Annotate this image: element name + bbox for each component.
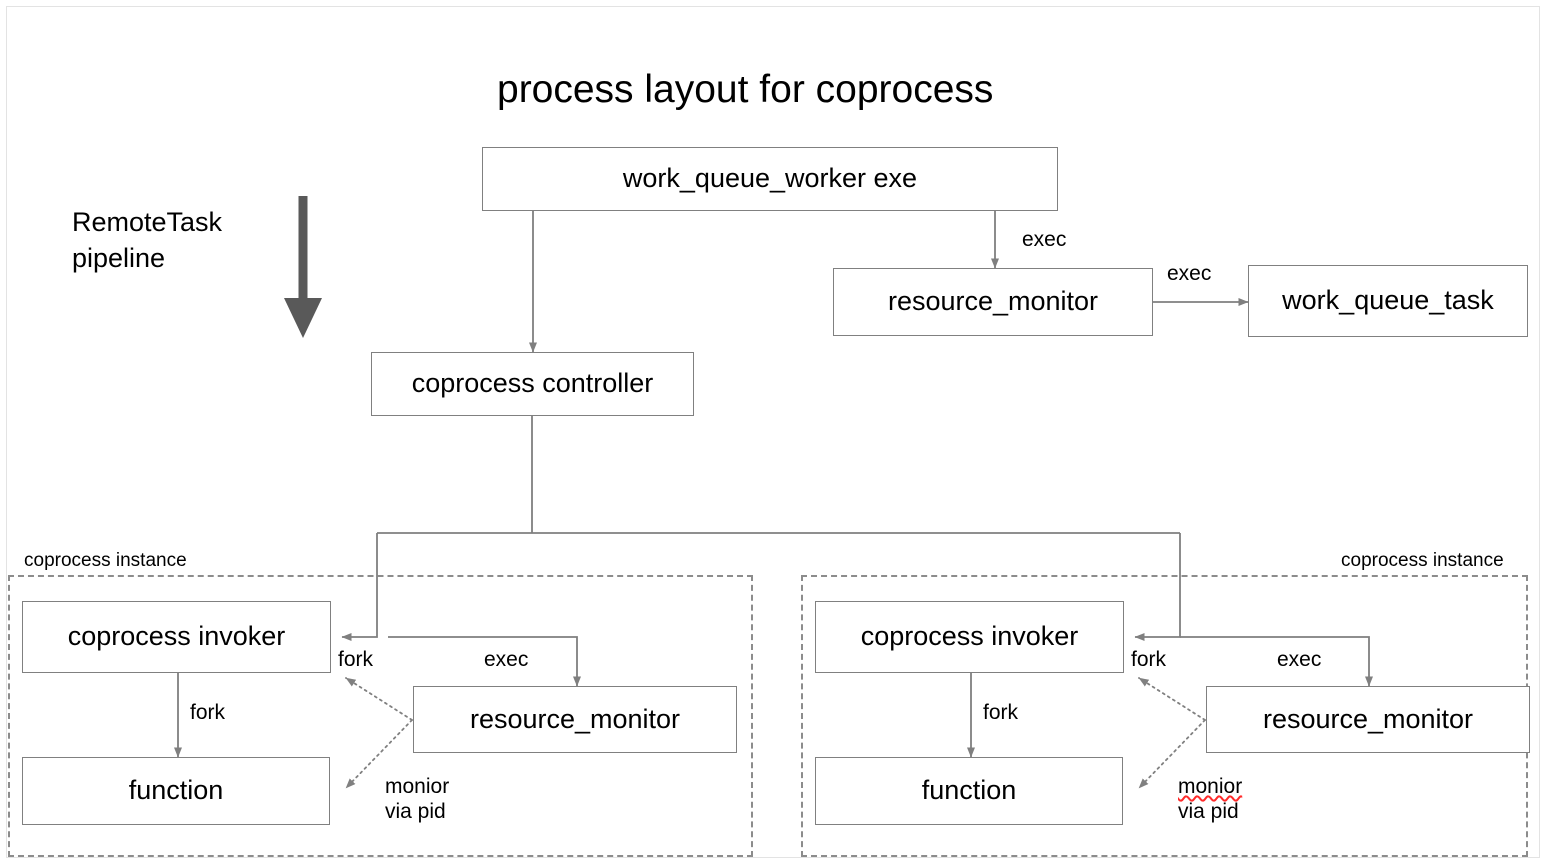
edge-label-left-monitor-note-line2: via pid [385,799,446,823]
edge-label-exec-to-top-monitor: exec [1022,228,1067,251]
edge-label-left-monitor-note-line1: monior [385,775,450,798]
edge-label-exec-monitor-to-task: exec [1167,262,1212,285]
node-work-queue-task[interactable]: work_queue_task [1248,265,1528,337]
edge-label-right-monitor-note-line2: via pid [1178,799,1239,823]
pipeline-note-line1: RemoteTask [72,207,223,237]
node-left-resource-monitor[interactable]: resource_monitor [413,686,737,753]
edge-label-right-monitor-note-line1: monior [1178,775,1243,798]
edge-label-right-fork-function: fork [983,701,1019,724]
edge-label-right-exec: exec [1277,648,1322,671]
edge-label-left-exec: exec [484,648,529,671]
edge-label-right-fork-invoker: fork [1131,648,1167,671]
node-right-resource-monitor[interactable]: resource_monitor [1206,686,1530,753]
node-right-coprocess-invoker[interactable]: coprocess invoker [815,601,1124,673]
edge-label-left-fork-invoker: fork [338,648,374,671]
pipeline-note: RemoteTask pipeline [72,205,222,276]
node-left-coprocess-invoker[interactable]: coprocess invoker [22,601,331,673]
node-right-function[interactable]: function [815,757,1123,825]
node-coprocess-controller[interactable]: coprocess controller [371,352,694,416]
group-label-right-instance: coprocess instance [1341,550,1504,571]
page-title: process layout for coprocess [497,68,994,111]
edge-label-left-monitor-note: monior via pid [385,775,449,825]
group-label-left-instance: coprocess instance [24,550,187,571]
edge-label-left-fork-function: fork [190,701,226,724]
node-top-resource-monitor[interactable]: resource_monitor [833,268,1153,336]
group-left-coprocess-instance [8,575,753,857]
pipeline-note-line2: pipeline [72,242,166,273]
node-work-queue-worker-exe[interactable]: work_queue_worker exe [482,147,1058,211]
edge-label-right-monitor-note: monior via pid [1178,775,1242,825]
node-left-function[interactable]: function [22,757,330,825]
